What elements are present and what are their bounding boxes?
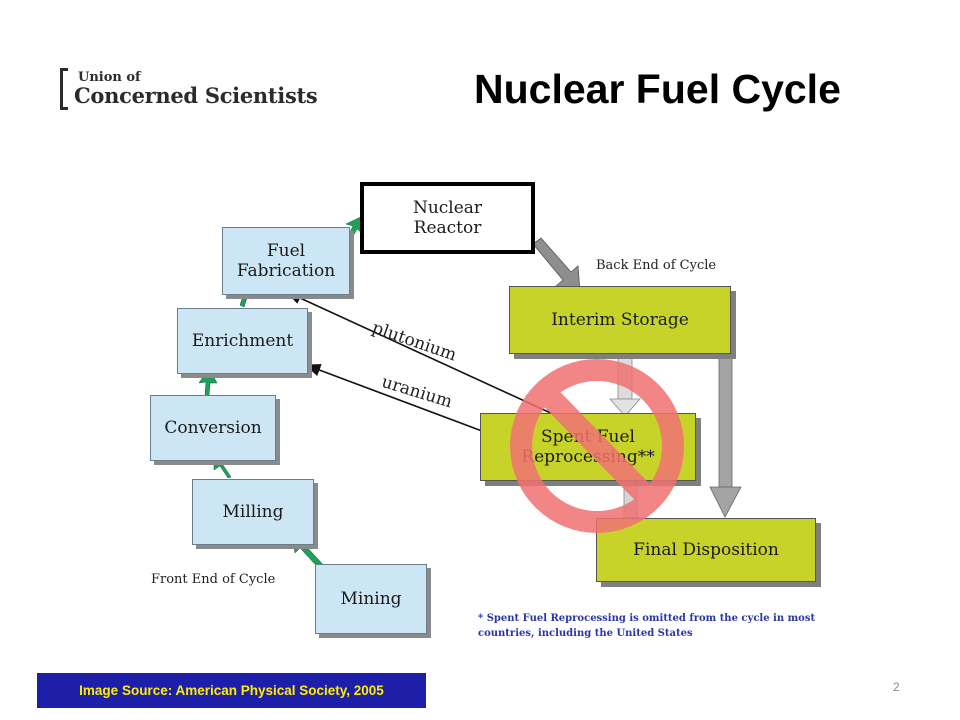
image-source-text: Image Source: American Physical Society,… xyxy=(79,683,384,698)
ucs-logo: Union of Concerned Scientists xyxy=(60,68,350,112)
arrow-conversion-to-enrichment xyxy=(198,367,218,397)
milling-label: Milling xyxy=(222,501,284,522)
logo-line1: Union of xyxy=(78,70,141,85)
box-final-disposition: Final Disposition xyxy=(596,518,816,582)
interim-storage-label: Interim Storage xyxy=(551,309,689,330)
final-disposition-label: Final Disposition xyxy=(633,539,779,560)
box-milling: Milling xyxy=(192,479,314,545)
logo-line2: Concerned Scientists xyxy=(74,83,318,108)
spent-fuel-reprocessing-label: Spent Fuel Reprocessing** xyxy=(521,426,655,467)
front-end-label: Front End of Cycle xyxy=(151,572,276,587)
back-end-label: Back End of Cycle xyxy=(596,258,717,273)
footnote: * Spent Fuel Reprocessing is omitted fro… xyxy=(478,613,816,639)
box-mining: Mining xyxy=(315,564,427,634)
box-conversion: Conversion xyxy=(150,395,276,461)
conversion-label: Conversion xyxy=(164,417,262,438)
arrow-storage-to-final xyxy=(709,486,742,518)
nuclear-reactor-label: Nuclear Reactor xyxy=(412,197,483,238)
mining-label: Mining xyxy=(340,588,402,609)
page-title: Nuclear Fuel Cycle xyxy=(474,66,841,112)
fuel-fabrication-label: Fuel Fabrication xyxy=(236,240,336,281)
box-spent-fuel-reprocessing: Spent Fuel Reprocessing** xyxy=(480,413,696,481)
box-fuel-fabrication: Fuel Fabrication xyxy=(222,227,350,295)
logo-bracket xyxy=(60,68,68,110)
image-source-banner: Image Source: American Physical Society,… xyxy=(37,673,426,708)
page-number: 2 xyxy=(893,680,900,694)
box-enrichment: Enrichment xyxy=(177,308,308,374)
arrow-reactor-to-storage xyxy=(532,237,581,293)
box-nuclear-reactor: Nuclear Reactor xyxy=(360,182,535,254)
enrichment-label: Enrichment xyxy=(191,330,294,351)
box-interim-storage: Interim Storage xyxy=(509,286,731,354)
uranium-line xyxy=(304,364,491,435)
